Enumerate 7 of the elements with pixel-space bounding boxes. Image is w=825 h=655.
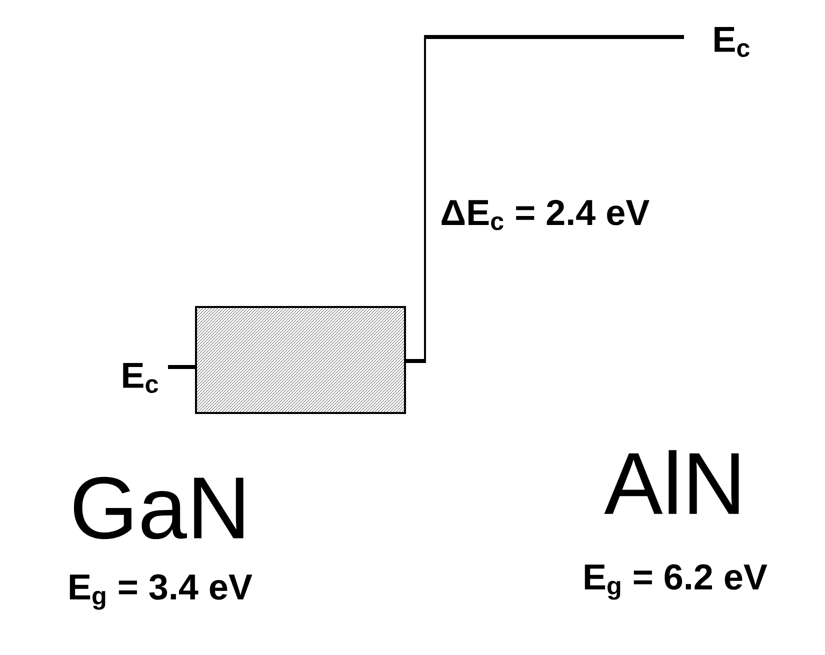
bandgap-label: E$_{g}$ = 3.4 eV [70, 574, 252, 610]
band-edge-label: E$_{c}$ [714, 27, 750, 57]
band-edge-label: E$_{c}$ [123, 363, 158, 393]
material-label: GaN [74, 476, 244, 540]
bandgap-label: E$_{g}$ = 6.2 eV [584, 564, 768, 600]
offset-label: ΔE$_{c}$ = 2.4 eV [442, 200, 650, 230]
material-label: AlN [604, 450, 739, 514]
